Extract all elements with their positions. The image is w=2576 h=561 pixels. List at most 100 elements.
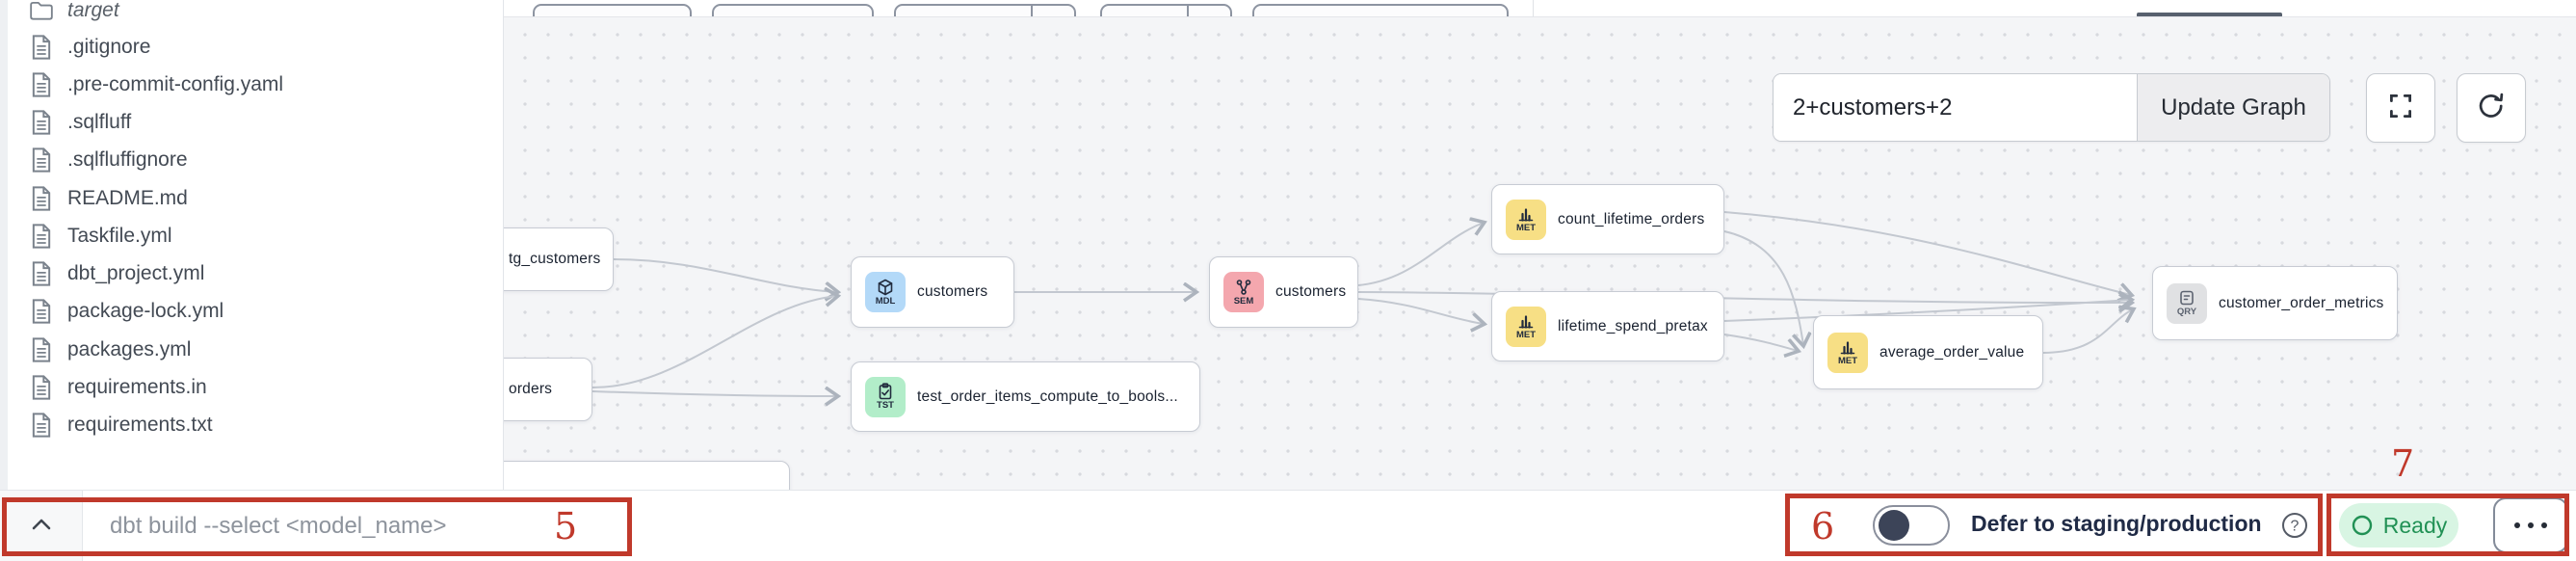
node-average-order-value[interactable]: MET average_order_value	[1813, 315, 2043, 389]
file-name: packages.yml	[67, 337, 192, 361]
node-label: count_lifetime_orders	[1558, 210, 1705, 227]
defer-label: Defer to staging/production	[1971, 511, 2262, 536]
status-badge-ready[interactable]: Ready	[2339, 503, 2458, 548]
collapse-panel-button[interactable]	[0, 491, 83, 561]
file-row-package-lock-yml[interactable]: package-lock.yml	[8, 292, 502, 330]
node-label: average_order_value	[1879, 343, 2025, 361]
met-badge-icon: MET	[1506, 199, 1546, 240]
defer-toggle[interactable]	[1873, 505, 1950, 546]
file-name: .sqlfluff	[67, 110, 132, 133]
qry-badge-icon: QRY	[2167, 282, 2207, 324]
node-label: tg_customers	[509, 251, 601, 267]
file-row--pre-commit-config-yaml[interactable]: .pre-commit-config.yaml	[8, 66, 502, 103]
node-orders-clipped[interactable]: orders	[486, 358, 592, 421]
graph-toolbar-strip	[504, 0, 2576, 17]
edge-customers-semantic-to-count-lifetime-orders	[1357, 223, 1484, 286]
bottom-command-bar	[0, 490, 2576, 561]
svg-text:?: ?	[2291, 519, 2300, 535]
file-name: target	[67, 0, 119, 21]
status-label: Ready	[2382, 512, 2448, 538]
edge-lifetime-spend-pretax-to-average-order-value	[1723, 334, 1798, 351]
toggle-knob	[1879, 510, 1909, 541]
file-row-target[interactable]: target	[8, 0, 502, 29]
node-label: orders	[509, 381, 553, 397]
node-customer-order-metrics[interactable]: QRY customer_order_metrics	[2152, 266, 2398, 340]
node-label: lifetime_spend_pretax	[1558, 317, 1708, 334]
refresh-icon	[2475, 90, 2508, 127]
file-icon	[29, 223, 54, 250]
chevron-up-icon	[29, 515, 54, 539]
file-row-packages-yml[interactable]: packages.yml	[8, 331, 502, 368]
node-customers-model[interactable]: MDL customers	[851, 256, 1014, 328]
node-stg-customers-clipped[interactable]: tg_customers	[486, 227, 614, 291]
file-name: requirements.in	[67, 375, 207, 398]
met-badge-icon: MET	[1506, 306, 1546, 347]
file-row-readme-md[interactable]: README.md	[8, 179, 502, 217]
active-tab-indicator	[2137, 13, 2282, 16]
file-name: .gitignore	[67, 35, 151, 58]
clipped-toolbar-button-3[interactable]	[894, 4, 1076, 16]
file-icon	[29, 260, 54, 287]
file-explorer-sidebar: target .gitignore .pre-commit-config.yaml.…	[0, 0, 504, 490]
command-input[interactable]	[96, 491, 597, 561]
ready-circle-icon	[2351, 514, 2374, 537]
mdl-badge-icon: MDL	[865, 272, 906, 312]
file-name: .sqlfluffignore	[67, 147, 188, 171]
node-count-lifetime-orders[interactable]: MET count_lifetime_orders	[1491, 184, 1724, 254]
file-row--sqlfluff[interactable]: .sqlfluff	[8, 103, 502, 141]
file-name: .pre-commit-config.yaml	[67, 72, 284, 95]
file-name: package-lock.yml	[67, 299, 224, 322]
file-icon	[29, 71, 54, 98]
file-row--gitignore[interactable]: .gitignore	[8, 28, 502, 66]
file-icon	[29, 147, 54, 174]
edge-customers-semantic-to-lifetime-spend-pretax	[1357, 298, 1484, 324]
file-icon	[29, 374, 54, 401]
edge-average-order-value-to-customer-order-metrics	[2042, 309, 2133, 354]
clipped-toolbar-button-2[interactable]	[712, 4, 874, 16]
met-badge-icon: MET	[1827, 332, 1868, 373]
node-customers-semantic[interactable]: SEM customers	[1209, 256, 1358, 328]
node-label: customer_order_metrics	[2219, 294, 2384, 311]
sidebar-gutter	[0, 0, 8, 490]
clipped-toolbar-button-4[interactable]	[1100, 4, 1232, 16]
graph-selector-group: Update Graph	[1773, 73, 2330, 142]
folder-icon	[29, 0, 54, 22]
file-row--sqlfluffignore[interactable]: .sqlfluffignore	[8, 141, 502, 178]
edge-count-lifetime-orders-to-customer-order-metrics	[1723, 211, 2131, 295]
file-name: README.md	[67, 186, 188, 209]
selector-input[interactable]	[1774, 74, 2137, 141]
node-label: test_order_items_compute_to_bools...	[917, 387, 1178, 405]
file-name: dbt_project.yml	[67, 261, 205, 284]
file-row-requirements-in[interactable]: requirements.in	[8, 368, 502, 406]
file-icon	[29, 298, 54, 325]
strip-divider	[1533, 0, 1534, 16]
node-label: customers	[1275, 283, 1347, 300]
fullscreen-button[interactable]	[2366, 73, 2435, 143]
node-lifetime-spend-pretax[interactable]: MET lifetime_spend_pretax	[1491, 291, 1724, 361]
file-icon	[29, 185, 54, 212]
file-name: requirements.txt	[67, 413, 213, 436]
sem-badge-icon: SEM	[1223, 272, 1264, 312]
edge-stg-customers-clipped-to-customers-model	[613, 258, 837, 292]
update-graph-button[interactable]: Update Graph	[2137, 74, 2329, 141]
edge-orders-clipped-to-customers-model	[591, 296, 837, 388]
file-row-requirements-txt[interactable]: requirements.txt	[8, 406, 502, 443]
node-label: customers	[917, 283, 988, 300]
clipped-toolbar-button-5[interactable]	[1252, 4, 1509, 16]
edge-customers-semantic-to-customer-order-metrics	[1357, 291, 2131, 303]
help-icon[interactable]: ?	[2281, 512, 2308, 544]
file-icon	[29, 412, 54, 439]
file-name: Taskfile.yml	[67, 224, 172, 247]
file-row-dbt-project-yml[interactable]: dbt_project.yml	[8, 254, 502, 292]
refresh-button[interactable]	[2457, 73, 2526, 143]
file-icon	[29, 336, 54, 363]
ellipsis-icon	[2514, 522, 2520, 528]
file-row-taskfile-yml[interactable]: Taskfile.yml	[8, 217, 502, 254]
clipped-toolbar-button-1[interactable]	[533, 4, 692, 16]
more-options-button[interactable]	[2493, 497, 2568, 553]
file-icon	[29, 109, 54, 136]
fullscreen-icon	[2385, 91, 2416, 126]
file-icon	[29, 34, 54, 61]
